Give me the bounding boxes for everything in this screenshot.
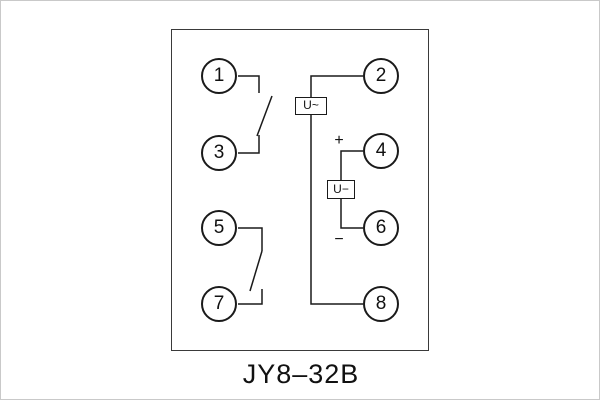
terminal-3: 3 <box>201 135 237 171</box>
dc-voltage-box: U− <box>327 180 355 199</box>
relay-outline-box <box>171 29 429 351</box>
terminal-1: 1 <box>201 58 237 94</box>
terminal-6: 6 <box>363 210 399 246</box>
terminal-2: 2 <box>363 58 399 94</box>
ac-voltage-box: U~ <box>295 97 327 115</box>
terminal-8: 8 <box>363 286 399 322</box>
terminal-7: 7 <box>201 286 237 322</box>
model-title: JY8–32B <box>242 359 360 389</box>
terminal-4: 4 <box>363 133 399 169</box>
terminal-5: 5 <box>201 210 237 246</box>
polarity-minus-label: − <box>334 231 344 248</box>
polarity-plus-label: + <box>334 132 344 149</box>
